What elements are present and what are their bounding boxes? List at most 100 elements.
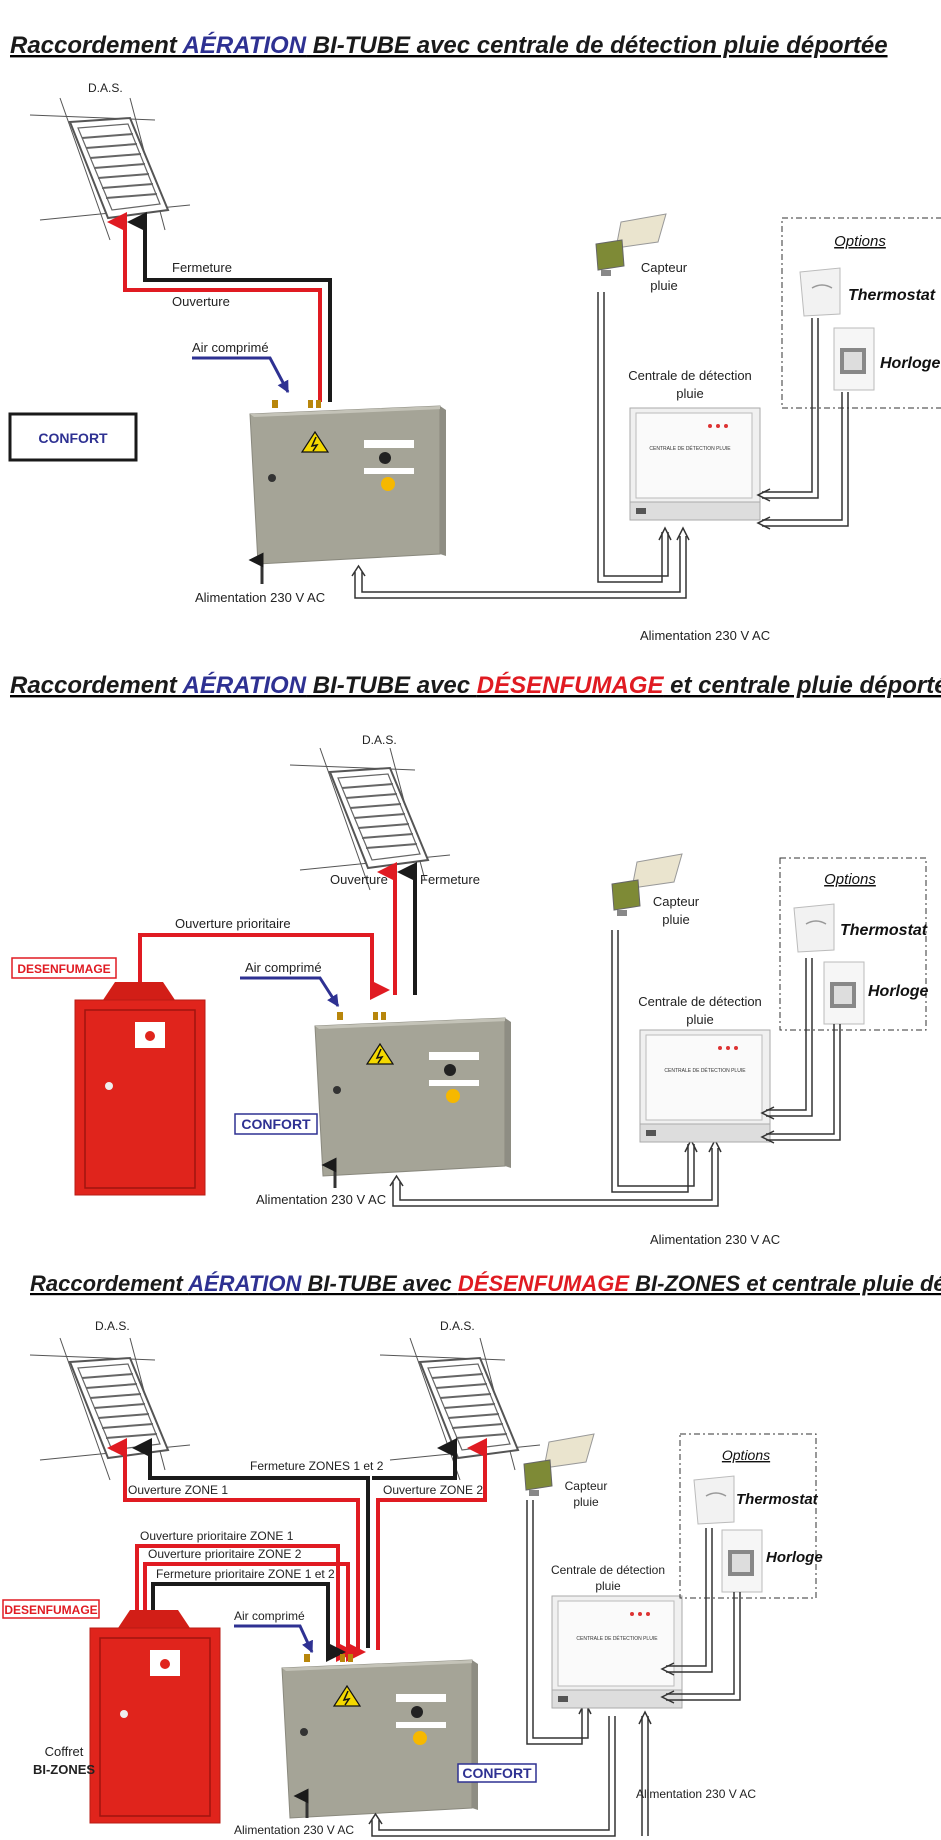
clock-timer-icon: [721, 1529, 763, 1593]
confort-box: [8, 412, 138, 462]
ouverture-zone2-line: [376, 1438, 487, 1650]
confort-box: [234, 1113, 318, 1135]
ouverture-line: [107, 212, 322, 402]
thermostat-label: Thermostat: [848, 287, 936, 304]
alim-left-label: Alimentation 230 V AC: [234, 1823, 354, 1837]
das2-label: D.A.S.: [440, 1319, 475, 1333]
thermostat-icon: [693, 1475, 735, 1525]
thermostat-icon: [799, 267, 841, 317]
capteur-label-2: pluie: [662, 912, 689, 927]
options-box: [679, 1433, 817, 1599]
sensor-line: [597, 292, 663, 583]
clock-line: [762, 392, 843, 521]
ouv-prio-z2-line: [143, 1562, 366, 1662]
das-label: D.A.S.: [88, 81, 123, 95]
air-line: [234, 1624, 314, 1654]
fermeture-line: [127, 212, 332, 402]
ferm-prio-line: [151, 1582, 346, 1662]
alim-left-label: Alimentation 230 V AC: [195, 590, 325, 605]
skylight-das-icon: [29, 97, 191, 241]
rain-detection-unit-icon: [551, 1595, 683, 1709]
section-2: Raccordement AÉRATION BI-TUBE avec DÉSEN…: [10, 671, 941, 1247]
das-label: D.A.S.: [362, 733, 397, 747]
options-box: [779, 857, 927, 1031]
clock-timer-icon: [833, 327, 875, 391]
power-line: [392, 1148, 719, 1207]
centrale-label-1: Centrale de détection: [628, 368, 752, 383]
air-label: Air comprimé: [192, 340, 269, 355]
options-title: Options: [834, 233, 886, 250]
confort-label: CONFORT: [241, 1116, 311, 1132]
ouverture-z2-label: Ouverture ZONE 2: [383, 1483, 483, 1497]
capteur-label-1: Capteur: [641, 260, 688, 275]
power-line: [371, 1716, 616, 1837]
sensor-line: [611, 930, 689, 1193]
fermeture-label: Fermeture: [172, 260, 232, 275]
horloge-label: Horloge: [766, 1549, 823, 1566]
options-title: Options: [824, 871, 876, 888]
control-cabinet-icon: [314, 1011, 512, 1177]
skylight-das-2-icon: [379, 1337, 541, 1481]
air-label: Air comprimé: [245, 960, 322, 975]
ouverture-zone1-line: [107, 1438, 360, 1650]
sensor-line: [526, 1500, 583, 1745]
control-cabinet-icon: [249, 399, 447, 565]
fermeture-zone1-line: [132, 1438, 370, 1648]
skylight-das-1-icon: [29, 1337, 191, 1481]
ouv-prio-z1-line: [135, 1544, 356, 1662]
alim-right-label: Alimentation 230 V AC: [636, 1787, 756, 1801]
centrale-device-text: CENTRALE DE DÉTECTION PLUIE: [576, 1635, 658, 1642]
section-3: Raccordement AÉRATION BI-TUBE avec DÉSEN…: [2, 1271, 941, 1837]
ouv-prio-z1-label: Ouverture prioritaire ZONE 1: [140, 1529, 294, 1543]
air-line: [192, 356, 290, 394]
bi-zones-cabinet-icon: [89, 1609, 221, 1824]
ouv-prio-z2-label: Ouverture prioritaire ZONE 2: [148, 1547, 302, 1561]
clock-timer-icon: [823, 961, 865, 1025]
clock-line: [666, 1592, 735, 1695]
capteur-label-2: pluie: [650, 278, 677, 293]
skylight-das-icon: [289, 747, 451, 891]
thermostat-label: Thermostat: [736, 1491, 819, 1508]
capteur-label-2: pluie: [573, 1495, 599, 1509]
desenfumage-box: [11, 957, 117, 979]
section3-title: Raccordement AÉRATION BI-TUBE avec DÉSEN…: [30, 1271, 941, 1296]
ouverture-z1-label: Ouverture ZONE 1: [128, 1483, 228, 1497]
rain-detection-unit-icon: [629, 407, 761, 521]
confort-box: [457, 1763, 537, 1783]
coffret-label-1: Coffret: [45, 1744, 84, 1759]
thermostat-line: [766, 958, 807, 1111]
capteur-label-1: Capteur: [565, 1479, 608, 1493]
ouverture-prioritaire-label: Ouverture prioritaire: [175, 916, 291, 931]
ouverture-label: Ouverture: [172, 294, 230, 309]
centrale-label-2: pluie: [676, 386, 703, 401]
desenfumage-label: DESENFUMAGE: [4, 1603, 97, 1617]
centrale-device-text: CENTRALE DE DÉTECTION PLUIE: [664, 1067, 746, 1074]
air-line: [240, 976, 340, 1008]
confort-label: CONFORT: [462, 1765, 532, 1781]
alim-right-label: Alimentation 230 V AC: [640, 628, 770, 643]
centrale-device-text: CENTRALE DE DÉTECTION PLUIE: [649, 445, 731, 452]
centrale-label-1: Centrale de détection: [551, 1563, 665, 1577]
centrale-label-2: pluie: [595, 1579, 621, 1593]
section-1: Raccordement AÉRATION BI-TUBE avec centr…: [8, 31, 941, 643]
ouverture-prioritaire-line: [138, 933, 390, 1000]
das1-label: D.A.S.: [95, 1319, 130, 1333]
air-label: Air comprimé: [234, 1609, 305, 1623]
control-cabinet-icon: [281, 1653, 479, 1819]
desenfumage-box: [2, 1599, 100, 1619]
ouverture-label: Ouverture: [330, 872, 388, 887]
alim-right-label: Alimentation 230 V AC: [650, 1232, 780, 1247]
confort-label: CONFORT: [38, 430, 108, 446]
smoke-cabinet-icon: [74, 981, 206, 1196]
alim-left-label: Alimentation 230 V AC: [256, 1192, 386, 1207]
centrale-label-1: Centrale de détection: [638, 994, 762, 1009]
horloge-label: Horloge: [868, 983, 929, 1000]
ferm-prio-label: Fermeture prioritaire ZONE 1 et 2: [156, 1567, 335, 1581]
coffret-label-2: BI-ZONES: [33, 1762, 95, 1777]
thermostat-line: [762, 318, 813, 493]
fermeture-zone2-line: [372, 1438, 457, 1480]
thermostat-icon: [793, 903, 835, 953]
power-line: [354, 536, 687, 599]
capteur-label-1: Capteur: [653, 894, 700, 909]
